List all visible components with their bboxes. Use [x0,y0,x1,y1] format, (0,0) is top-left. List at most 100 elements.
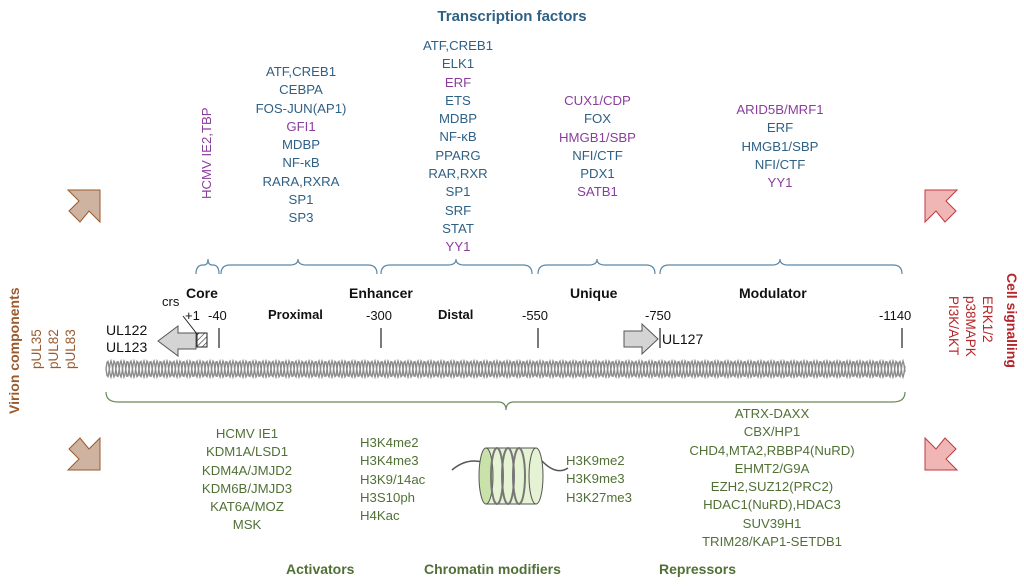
activator-item: KDM4A/JMJD2 [201,462,293,478]
chromatin-mark-item: H3S10ph [360,489,415,505]
tf-item: SP1 [445,184,471,200]
tf-item: HMGB1/SBP [741,138,819,154]
signalling-arrow-down-icon [924,436,959,471]
gene-ul127: UL127 [662,331,704,347]
chromatin-mark-item: H3K27me3 [566,489,632,505]
tf-item: STAT [442,220,474,236]
crs-box [196,332,208,348]
transcription-factors-title: Transcription factors [437,8,587,25]
tf-item: HMGB1/SBP [559,129,636,145]
tf-item: YY1 [445,239,471,255]
cell-signalling-title: Cell signalling [1004,273,1020,368]
brace-modulator [659,258,903,275]
repressor-item: EHMT2/G9A [734,460,810,476]
position-300: -300 [366,308,393,323]
ul127-arrow [623,322,659,356]
repressor-item: CBX/HP1 [743,424,801,440]
virion-item-pul82: pUL82 [46,329,61,369]
signalling-item-erk: ERK1/2 [980,296,995,343]
tf-item: CUX1/CDP [564,93,631,108]
repressor-item: SUV39H1 [742,515,802,531]
tf-item: ERF [444,74,472,90]
activators-label: Activators [286,561,355,577]
gene-ul123: UL123 [106,339,148,355]
activator-item: HCMV IE1 [215,426,279,441]
region-core: Core [186,285,218,301]
region-unique: Unique [570,285,618,301]
tf-item: ATF,CREB1 [422,38,494,53]
tf-item: FOS-JUN(AP1) [255,100,347,116]
tf-item: YY1 [767,175,793,191]
signalling-arrow-up-icon [924,189,959,224]
brace-lower [105,391,906,411]
brace-core [195,258,220,275]
tf-item: ERF [766,120,794,136]
tf-item: SRF [444,202,472,218]
virion-components-title: Virion components [6,287,22,414]
chromatin-mark-item: H3K9me3 [566,471,625,487]
activator-item: KDM1A/LSD1 [205,444,289,460]
activator-item: KDM6B/JMJD3 [201,480,293,496]
tf-item: RAR,RXR [428,166,488,182]
tf-item: SATB1 [577,184,618,200]
brace-distal [380,258,533,275]
tf-item: PPARG [435,147,481,163]
tf-item: ELK1 [441,56,475,72]
position-plus1: +1 [185,308,200,323]
crs-label: crs [162,294,180,309]
tf-item: CEBPA [279,82,323,98]
repressor-item: CHD4,MTA2,RBBP4(NuRD) [689,442,855,458]
tf-item: ETS [445,92,471,108]
tf-item: NF-κB [439,129,477,145]
chromatin-modifiers-label: Chromatin modifiers [424,561,561,577]
signalling-item-p38: p38MAPK [963,296,978,357]
position-550: -550 [522,308,549,323]
position-40: -40 [208,308,227,323]
repressor-item: EZH2,SUZ12(PRC2) [710,479,834,495]
repressor-item: TRIM28/KAP1-SETDB1 [702,534,842,550]
chromatin-mark-item: H4Kac [360,508,400,524]
tf-item: ATF,CREB1 [265,64,337,79]
virion-item-pul83: pUL83 [63,329,78,369]
region-distal: Distal [438,307,474,322]
virion-arrow-up-icon [66,189,101,224]
ul122-ul123-arrow [157,325,197,357]
brace-unique [537,258,656,275]
tf-item: MDBP [281,137,321,153]
virion-item-pul35: pUL35 [29,329,44,369]
region-modulator: Modulator [739,285,807,301]
tf-item: RARA,RXRA [262,173,340,189]
tf-item: NFI/CTF [754,156,806,172]
region-proximal: Proximal [268,307,323,322]
chromatin-mark-item: H3K9me2 [566,453,625,468]
tf-item: NFI/CTF [572,147,623,163]
brace-proximal [220,258,378,275]
tf-item: SP1 [288,192,314,208]
activator-item: MSK [232,517,262,533]
tf-item: NF-κB [282,155,320,171]
tf-item: PDX1 [580,166,615,182]
region-enhancer: Enhancer [349,285,413,301]
gene-ul122: UL122 [106,322,148,338]
tf-item: ARID5B/MRF1 [736,102,824,117]
chromatin-mark-item: H3K4me3 [360,453,419,469]
repressor-item: HDAC1(NuRD),HDAC3 [703,497,841,513]
virion-arrow-down-icon [66,436,101,471]
dna-helix [105,358,906,380]
tf-item: FOX [583,111,612,127]
activator-item: KAT6A/MOZ [210,499,284,515]
nucleosome-icon [451,447,569,505]
repressor-item: ATRX-DAXX [734,406,810,421]
signalling-item-pi3k: PI3K/AKT [946,296,961,356]
repressors-label: Repressors [659,561,737,577]
chromatin-mark-item: H3K9/14ac [360,471,426,487]
tf-item: MDBP [438,111,478,127]
